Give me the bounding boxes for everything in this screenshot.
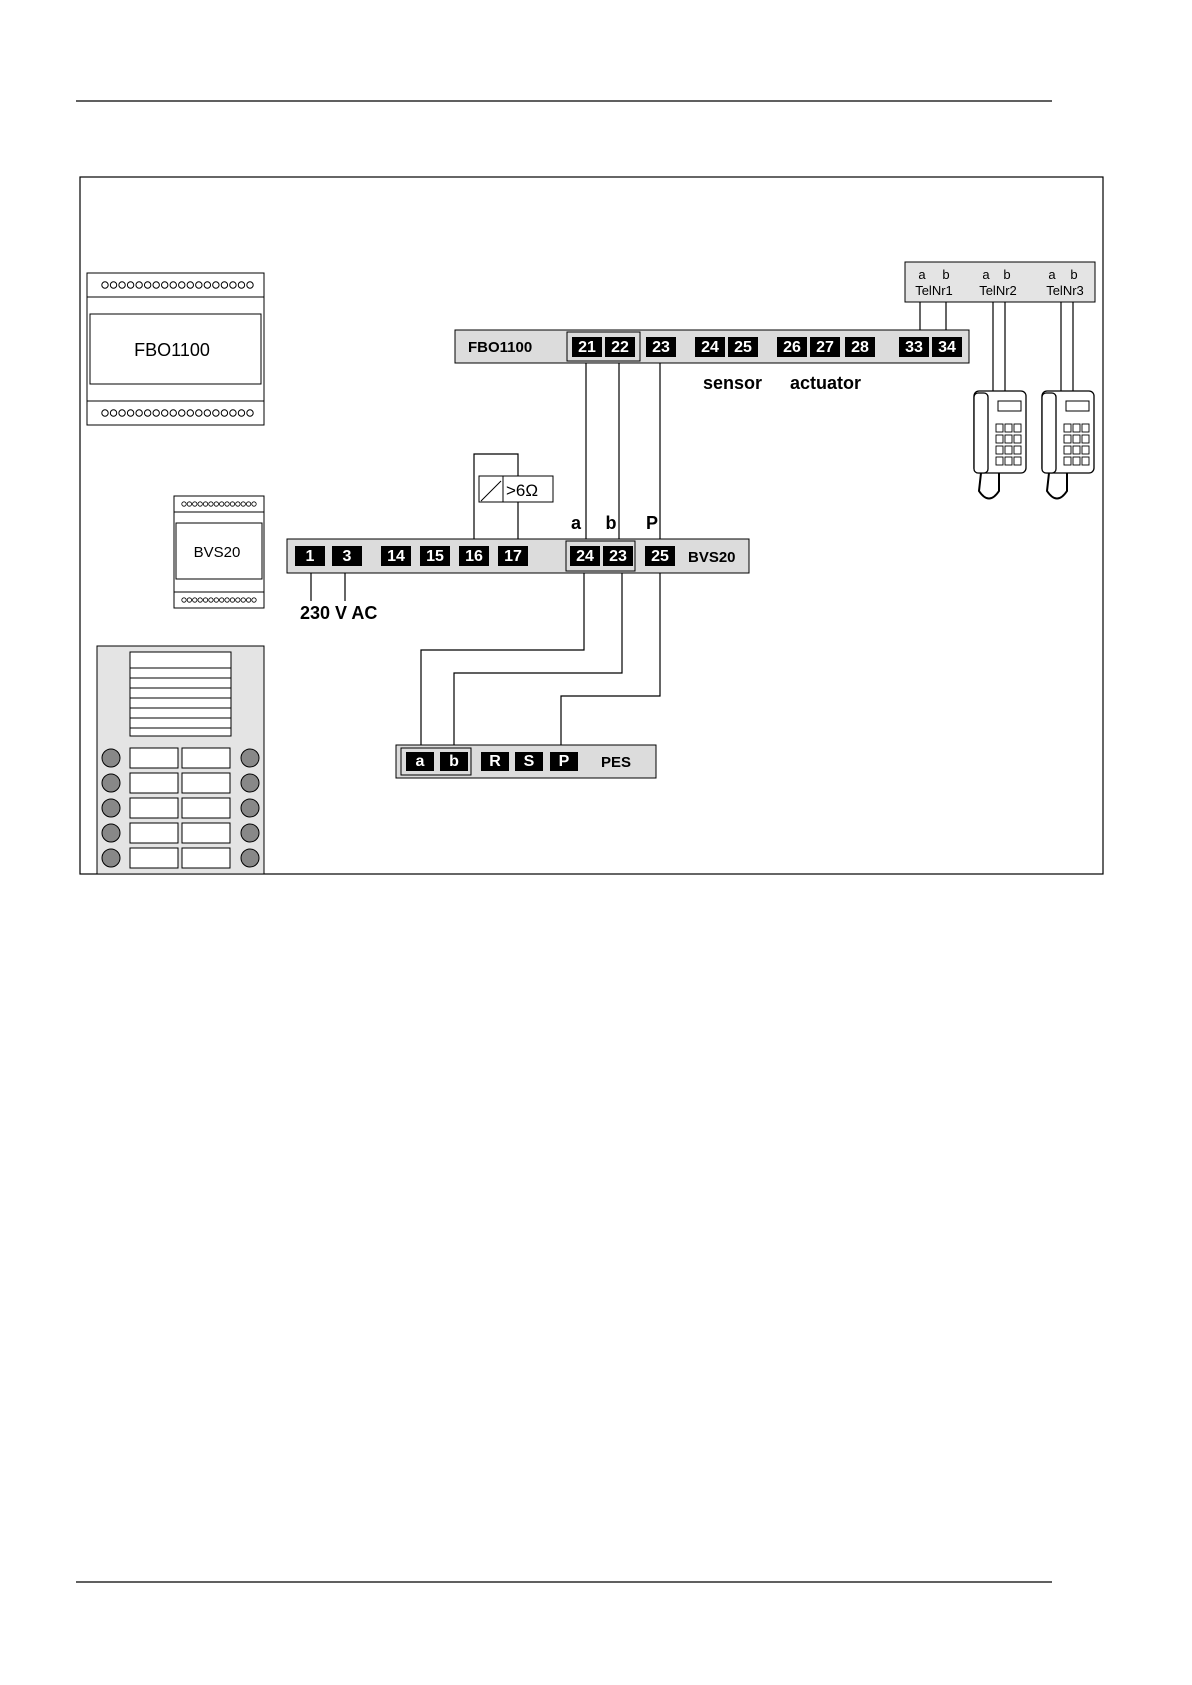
- svg-text:b: b: [449, 753, 459, 770]
- svg-text:16: 16: [465, 548, 483, 565]
- fbo1100-bar-title: FBO1100: [468, 339, 532, 356]
- fbo-terminal-22: 22: [605, 337, 635, 357]
- bvs-terminal-3: 3: [332, 546, 362, 566]
- wire-a-label: a: [571, 513, 582, 533]
- tel3-a-label: a: [1048, 267, 1056, 282]
- svg-text:27: 27: [816, 339, 834, 356]
- sensor-label: sensor: [703, 373, 762, 393]
- tel3-b-label: b: [1070, 267, 1077, 282]
- fbo-terminal-21: 21: [572, 337, 602, 357]
- bvs-terminal-23: 23: [603, 546, 633, 566]
- pes-bar-title: PES: [601, 754, 631, 771]
- svg-text:24: 24: [701, 339, 719, 356]
- svg-text:21: 21: [578, 339, 596, 356]
- fbo-terminal-26: 26: [777, 337, 807, 357]
- svg-text:25: 25: [651, 548, 669, 565]
- pes-terminal-P: P: [550, 752, 578, 771]
- svg-text:23: 23: [609, 548, 627, 565]
- svg-text:22: 22: [611, 339, 629, 356]
- bvs-terminal-16: 16: [459, 546, 489, 566]
- tel3-name: TelNr3: [1046, 283, 1084, 298]
- fbo1100-module-drawing: FBO1100: [87, 273, 264, 425]
- bvs20-module-drawing: BVS20: [174, 496, 264, 608]
- tel2-b-label: b: [1003, 267, 1010, 282]
- fbo-terminal-23: 23: [646, 337, 676, 357]
- svg-text:24: 24: [576, 548, 594, 565]
- bvs20-bar-title: BVS20: [688, 549, 736, 566]
- bvs20-module-label: BVS20: [194, 544, 241, 561]
- pes-terminal-S: S: [515, 752, 543, 771]
- door-station-panel: [97, 646, 264, 874]
- fbo-terminal-33: 33: [899, 337, 929, 357]
- telephone-2: [974, 391, 1026, 499]
- svg-text:15: 15: [426, 548, 444, 565]
- tel2-a-label: a: [982, 267, 990, 282]
- telephone-3: [1042, 391, 1094, 499]
- fbo-terminal-34: 34: [932, 337, 962, 357]
- bvs-terminal-24: 24: [570, 546, 600, 566]
- svg-text:1: 1: [306, 548, 315, 565]
- fbo-terminal-25: 25: [728, 337, 758, 357]
- pes-terminal-a: a: [406, 752, 434, 771]
- tel1-name: TelNr1: [915, 283, 953, 298]
- bvs-terminal-1: 1: [295, 546, 325, 566]
- svg-text:26: 26: [783, 339, 801, 356]
- tel1-b-label: b: [942, 267, 949, 282]
- fbo-terminal-28: 28: [845, 337, 875, 357]
- resistance-label: >6Ω: [506, 481, 538, 500]
- supply-voltage-label: 230 V AC: [300, 603, 377, 623]
- svg-text:14: 14: [387, 548, 405, 565]
- svg-text:25: 25: [734, 339, 752, 356]
- tel2-name: TelNr2: [979, 283, 1017, 298]
- bvs-terminal-25: 25: [645, 546, 675, 566]
- pes-terminal-R: R: [481, 752, 509, 771]
- svg-text:3: 3: [343, 548, 352, 565]
- fbo1100-terminal-bar: FBO1100 21 22 23 24 25 26 27 28 33 34: [455, 330, 969, 363]
- svg-text:33: 33: [905, 339, 923, 356]
- wire-p-label: P: [646, 513, 658, 533]
- wire-b-label: b: [606, 513, 617, 533]
- svg-text:P: P: [559, 753, 570, 770]
- svg-text:R: R: [489, 753, 501, 770]
- svg-text:S: S: [524, 753, 535, 770]
- bvs-terminal-17: 17: [498, 546, 528, 566]
- resistance-element: >6Ω: [474, 454, 553, 539]
- speaker-grille: [130, 652, 231, 736]
- tel1-a-label: a: [918, 267, 926, 282]
- svg-text:17: 17: [504, 548, 522, 565]
- fbo-terminal-27: 27: [810, 337, 840, 357]
- fbo-terminal-24: 24: [695, 337, 725, 357]
- svg-text:23: 23: [652, 339, 670, 356]
- bvs-terminal-14: 14: [381, 546, 411, 566]
- svg-text:28: 28: [851, 339, 869, 356]
- telephone-terminal-box: a b TelNr1 a b TelNr2 a b TelNr3: [905, 262, 1095, 302]
- svg-text:34: 34: [938, 339, 956, 356]
- pes-terminal-b: b: [440, 752, 468, 771]
- pes-terminal-bar: PES a b R S P: [396, 745, 656, 778]
- bvs-terminal-15: 15: [420, 546, 450, 566]
- fbo1100-module-label: FBO1100: [134, 340, 210, 360]
- svg-text:a: a: [416, 753, 425, 770]
- wires: [311, 302, 1073, 745]
- actuator-label: actuator: [790, 373, 861, 393]
